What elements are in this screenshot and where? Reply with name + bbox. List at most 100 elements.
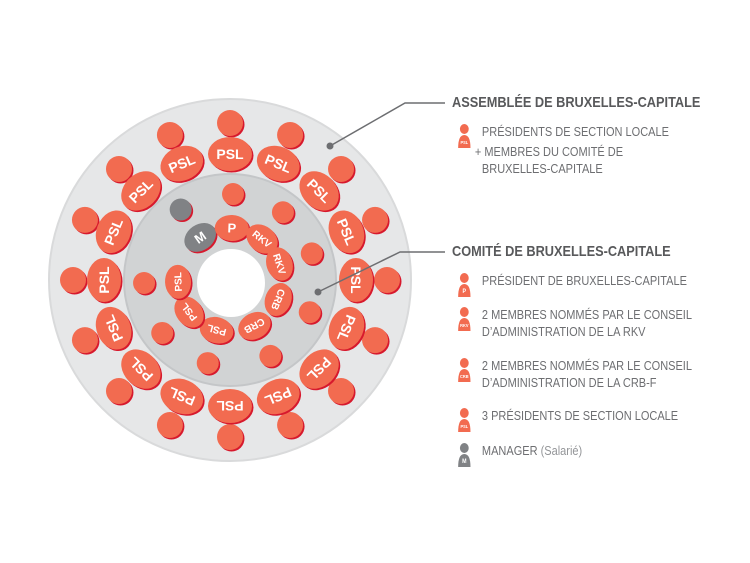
person-psl: PSL	[256, 121, 305, 183]
body	[299, 349, 339, 389]
person-psl-icon: PSL	[458, 408, 471, 432]
committee-item-1: PRÉSIDENT DE BRUXELLES-CAPITALE	[481, 274, 687, 288]
head	[196, 352, 219, 375]
person-crb-icon: CRB	[458, 358, 471, 382]
person-manager-icon: M	[458, 443, 471, 467]
person-psl: PSL	[299, 349, 356, 406]
manager-suffix: (Salarié)	[540, 444, 583, 458]
person-label: PSL	[96, 266, 112, 294]
committee-item-4: 3 PRÉSIDENTS DE SECTION LOCALE	[481, 409, 679, 423]
icon-label: P	[463, 289, 467, 295]
committee-item-3b: D’ADMINISTRATION DE LA CRB-F	[481, 376, 657, 390]
body	[95, 306, 132, 350]
committee-item-5: MANAGER (Salarié)	[482, 443, 582, 460]
head	[271, 201, 294, 224]
body	[238, 311, 271, 340]
committee-leader-line	[317, 251, 445, 293]
body	[184, 222, 216, 252]
body	[214, 215, 249, 242]
assembly-line1: PRÉSIDENTS DE SECTION LOCALE	[481, 125, 669, 139]
head	[217, 110, 243, 136]
person-psl: PSL	[196, 316, 235, 376]
person-psl: PSL	[151, 296, 206, 346]
head	[151, 321, 174, 344]
committee-item-3: 2 MEMBRES NOMMÉS PAR LE CONSEIL	[481, 359, 692, 373]
person-psl: PSL	[156, 121, 205, 183]
icon-body	[458, 135, 471, 148]
head	[156, 412, 183, 439]
head	[71, 327, 98, 354]
icon-head	[459, 358, 469, 368]
head	[169, 198, 192, 221]
person-rkv: RKV	[266, 242, 325, 283]
head	[374, 267, 400, 293]
body	[95, 210, 132, 254]
icon-body	[458, 454, 471, 467]
head	[259, 344, 282, 367]
manager-label: MANAGER	[481, 444, 538, 458]
body	[256, 378, 300, 415]
body	[299, 171, 339, 211]
body	[264, 282, 292, 316]
body	[160, 378, 204, 415]
person-crb: CRB	[264, 282, 323, 325]
person-label: PSL	[216, 146, 244, 162]
person-psl: PSL	[156, 378, 205, 440]
person-label: PSL	[206, 321, 228, 337]
body	[256, 145, 300, 182]
icon-label: RKV	[460, 323, 468, 328]
person-psl: PSL	[256, 378, 305, 440]
person-psl: PSL	[60, 258, 123, 304]
head	[328, 378, 355, 405]
head	[60, 267, 86, 293]
person-psl: PSL	[208, 110, 254, 173]
person-label: PSL	[173, 272, 185, 292]
icon-head	[459, 124, 469, 134]
person-p-icon: P	[458, 273, 471, 297]
head	[71, 206, 98, 233]
assembly-title: ASSEMBLÉE DE BRUXELLES-CAPITALE	[452, 94, 701, 111]
person-psl: PSL	[328, 206, 390, 255]
icon-label: M	[462, 459, 467, 465]
committee-item-2b: D’ADMINISTRATION DE LA RKV	[481, 325, 646, 339]
person-rkv-icon: RKV	[458, 307, 471, 331]
body	[208, 389, 252, 423]
head	[133, 272, 156, 295]
committee-title: COMITÉ DE BRUXELLES-CAPITALE	[452, 243, 671, 260]
person-m: M	[169, 198, 218, 254]
head	[156, 121, 183, 148]
person-rkv: RKV	[246, 201, 296, 256]
icon-head	[459, 273, 469, 283]
icon-label: PSL	[460, 424, 468, 429]
person-psl: PSL	[71, 206, 133, 255]
icon-body	[458, 369, 471, 382]
icon-head	[459, 307, 469, 317]
assembly-legend: ASSEMBLÉE DE BRUXELLES-CAPITALE PSL PRÉS…	[452, 94, 744, 176]
body	[121, 171, 161, 211]
person-label: P	[227, 220, 237, 235]
head	[362, 327, 389, 354]
head	[277, 412, 304, 439]
body	[121, 349, 161, 389]
head	[277, 121, 304, 148]
center-circle	[197, 249, 265, 317]
person-psl: PSL	[71, 306, 133, 355]
head	[300, 242, 323, 265]
head	[105, 378, 132, 405]
assembly-line2: + MEMBRES DU COMITÉ DE	[474, 145, 624, 159]
icon-label: CRB	[460, 374, 469, 379]
head	[105, 155, 132, 182]
assembly-line3: BRUXELLES-CAPITALE	[481, 162, 603, 176]
head	[328, 155, 355, 182]
body	[328, 306, 365, 350]
icon-head	[459, 443, 469, 453]
person-psl: PSL	[328, 306, 390, 355]
assembly-leader-dot	[326, 142, 334, 150]
head	[222, 183, 245, 206]
body	[199, 316, 234, 344]
body	[165, 264, 192, 299]
icon-head	[459, 408, 469, 418]
person-p: P	[214, 183, 251, 243]
person-psl: PSL	[299, 155, 356, 213]
